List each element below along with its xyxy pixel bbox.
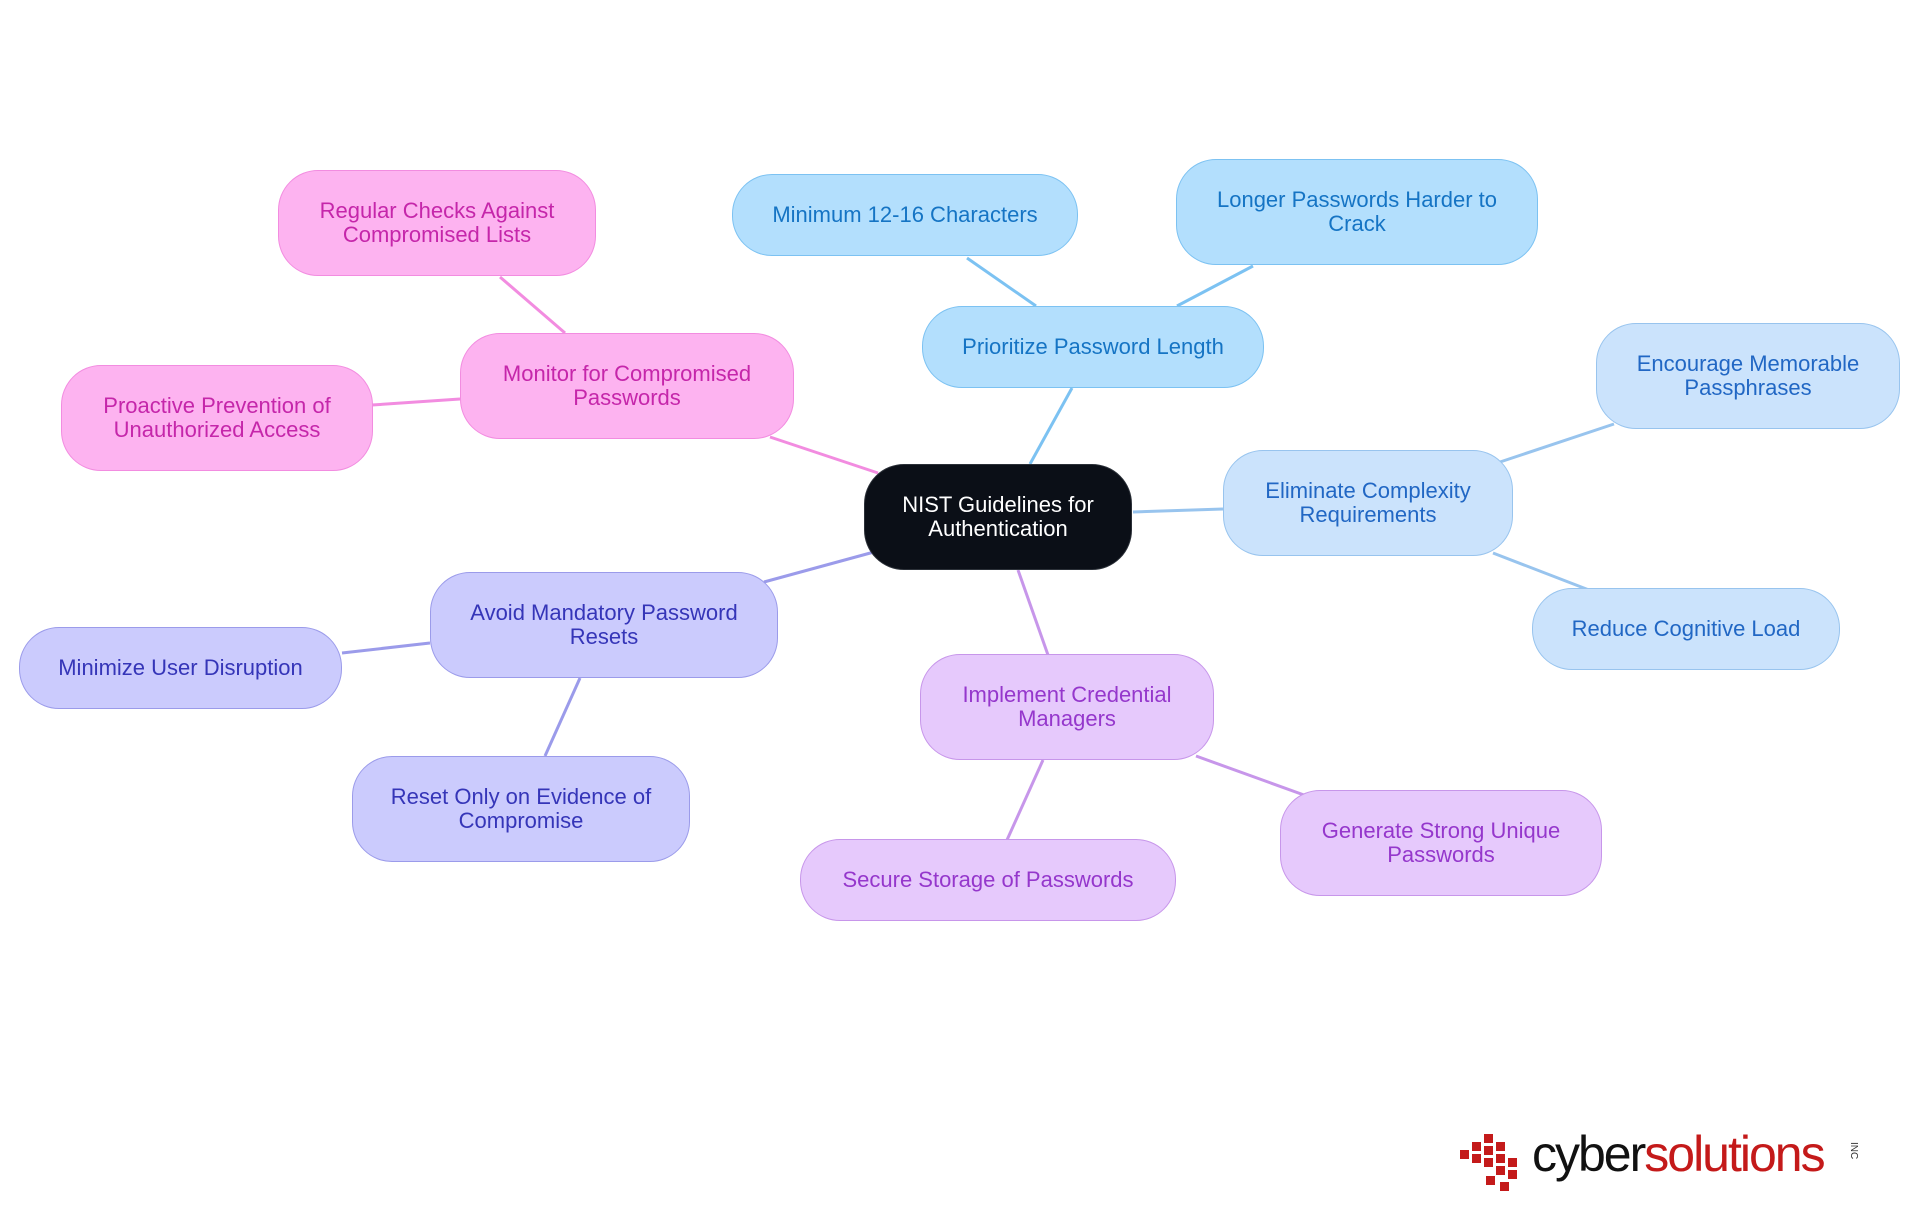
connector-managers-generate <box>1195 754 1305 797</box>
connector-length <box>1028 387 1074 465</box>
connector-resets-evidence <box>543 677 582 757</box>
logo-mark-icon <box>1460 1134 1517 1191</box>
connector-complexity <box>1132 507 1224 514</box>
leaf-node-minimum-characters: Minimum 12-16 Characters <box>732 174 1078 256</box>
connector-monitor-checks <box>499 275 566 335</box>
branch-node-avoid-resets: Avoid Mandatory Password Resets <box>430 572 778 678</box>
logo-suffix: INC <box>1848 1142 1859 1160</box>
connector-length-crack <box>1176 264 1254 308</box>
leaf-node-longer-passwords: Longer Passwords Harder to Crack <box>1176 159 1538 265</box>
leaf-node-memorable-passphrases: Encourage Memorable Passphrases <box>1596 323 1900 429</box>
leaf-node-proactive-prevention: Proactive Prevention of Unauthorized Acc… <box>61 365 373 471</box>
branch-node-password-length: Prioritize Password Length <box>922 306 1264 388</box>
connector-complexity-passphrases <box>1499 422 1615 464</box>
connector-managers <box>1016 569 1050 656</box>
logo-word-solutions: solutions <box>1644 1126 1825 1182</box>
connector-monitor <box>769 435 879 475</box>
connector-monitor-proactive <box>371 397 461 407</box>
logo-wordmark: cybersolutions <box>1532 1124 1826 1184</box>
connector-resets <box>763 550 875 584</box>
connector-length-min <box>966 256 1037 308</box>
cybersolutions-logo: cybersolutions INC <box>1460 1122 1872 1200</box>
leaf-node-evidence-of-compromise: Reset Only on Evidence of Compromise <box>352 756 690 862</box>
connector-managers-storage <box>1005 759 1045 841</box>
center-node: NIST Guidelines for Authentication <box>864 464 1132 570</box>
connector-complexity-cognitive <box>1492 551 1590 592</box>
leaf-node-secure-storage: Secure Storage of Passwords <box>800 839 1176 921</box>
leaf-node-strong-unique-passwords: Generate Strong Unique Passwords <box>1280 790 1602 896</box>
branch-node-credential-managers: Implement Credential Managers <box>920 654 1214 760</box>
leaf-node-user-disruption: Minimize User Disruption <box>19 627 342 709</box>
branch-node-eliminate-complexity: Eliminate Complexity Requirements <box>1223 450 1513 556</box>
leaf-node-regular-checks: Regular Checks Against Compromised Lists <box>278 170 596 276</box>
logo-word-cyber: cyber <box>1532 1126 1646 1182</box>
leaf-node-cognitive-load: Reduce Cognitive Load <box>1532 588 1840 670</box>
branch-node-monitor-compromised: Monitor for Compromised Passwords <box>460 333 794 439</box>
connector-resets-disruption <box>341 641 431 655</box>
